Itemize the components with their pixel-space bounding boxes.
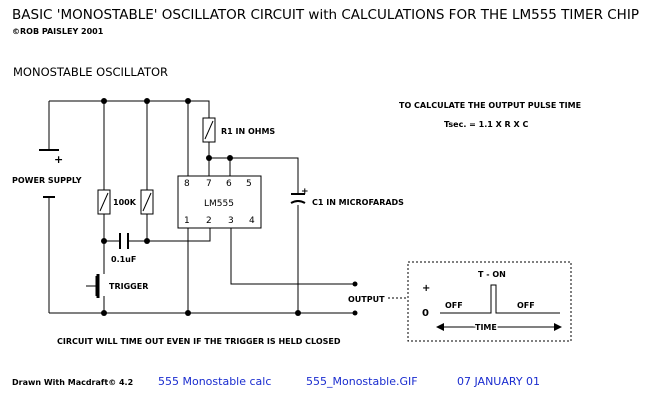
timeout-note: CIRCUIT WILL TIME OUT EVEN IF THE TRIGGE… bbox=[57, 337, 341, 346]
pin-3-label: 3 bbox=[228, 216, 234, 226]
top-rail-wire bbox=[49, 100, 210, 118]
t-on-label: T - ON bbox=[478, 270, 506, 279]
pulse-waveform bbox=[440, 284, 560, 314]
pin-5-label: 5 bbox=[246, 179, 252, 189]
off-right-label: OFF bbox=[517, 301, 535, 310]
r1-label: R1 IN OHMS bbox=[221, 127, 275, 136]
power-supply-plates bbox=[39, 149, 59, 198]
time-label: TIME bbox=[475, 323, 497, 332]
lm555-chip-body bbox=[177, 175, 262, 229]
drawn-with-credit: Drawn With Macdraft© 4.2 bbox=[12, 378, 134, 387]
trigger-label: TRIGGER bbox=[109, 282, 148, 291]
pin-7-label: 7 bbox=[206, 179, 212, 189]
pin-4-label: 4 bbox=[249, 216, 255, 226]
cap-01uf-label: 0.1uF bbox=[111, 255, 136, 264]
pin-1-label: 1 bbox=[184, 216, 190, 226]
time-arrow-right-head bbox=[554, 323, 562, 331]
formula-heading: TO CALCULATE THE OUTPUT PULSE TIME bbox=[399, 101, 581, 110]
pin-2-label: 2 bbox=[206, 216, 212, 226]
r-pin2-hatch bbox=[142, 192, 152, 212]
copyright: ©ROB PAISLEY 2001 bbox=[12, 27, 104, 36]
chip-name: LM555 bbox=[204, 199, 234, 209]
file-name-link[interactable]: 555_Monostable.GIF bbox=[306, 375, 418, 388]
c1-plate-bottom bbox=[290, 200, 306, 204]
calc-link[interactable]: 555 Monostable calc bbox=[158, 375, 272, 388]
pin-6-label: 6 bbox=[226, 179, 232, 189]
junction-dots bbox=[101, 98, 358, 316]
cap-01uf-plates bbox=[119, 233, 129, 249]
time-arrow-left-head bbox=[436, 323, 444, 331]
pin2-branch-wire bbox=[146, 101, 211, 242]
page-title: BASIC 'MONOSTABLE' OSCILLATOR CIRCUIT wi… bbox=[12, 7, 639, 23]
c1-plus: + bbox=[301, 187, 309, 197]
pin3-output-wire bbox=[230, 228, 355, 285]
waveform-zero: 0 bbox=[422, 308, 429, 319]
r100k-hatch bbox=[99, 192, 109, 212]
off-left-label: OFF bbox=[445, 301, 463, 310]
output-label: OUTPUT bbox=[348, 295, 385, 304]
circuit-subtitle: MONOSTABLE OSCILLATOR bbox=[13, 65, 169, 79]
c1-label: C1 IN MICROFARADS bbox=[312, 198, 404, 207]
pin-8-label: 8 bbox=[184, 179, 190, 189]
formula-equation: Tsec. = 1.1 X R X C bbox=[444, 120, 528, 129]
power-supply-label: POWER SUPPLY bbox=[12, 176, 82, 185]
waveform-plus: + bbox=[422, 283, 430, 294]
date-text: 07 JANUARY 01 bbox=[457, 375, 541, 388]
r100k-label: 100K bbox=[113, 198, 137, 207]
r1-hatch bbox=[204, 120, 214, 140]
pin6-c1-wire bbox=[209, 157, 299, 313]
waveform-box bbox=[407, 261, 572, 342]
power-supply-plus: + bbox=[54, 153, 63, 166]
